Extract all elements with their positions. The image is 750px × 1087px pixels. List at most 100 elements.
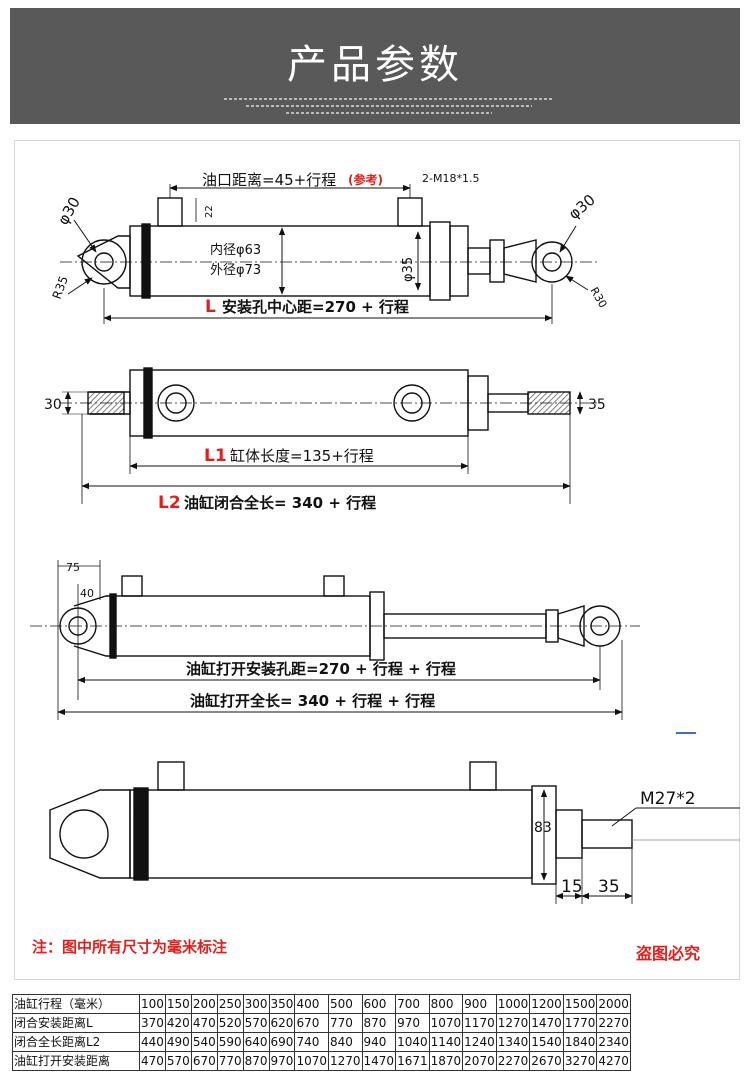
table-cell: 940 (361, 1032, 397, 1052)
lock-nut (489, 239, 505, 283)
table-cell: 1240 (462, 1032, 497, 1052)
table-cell: 870 (242, 1051, 270, 1071)
table-cell: 400 (294, 994, 329, 1014)
table-cell: 440 (139, 1032, 166, 1052)
thread-end (581, 819, 633, 849)
table-cell: 1040 (395, 1032, 430, 1052)
table-cell: 970 (268, 1051, 296, 1071)
table-cell: 470 (139, 1051, 166, 1071)
copyright-warning: 盗图必究 (636, 944, 701, 963)
table-cell: 770 (216, 1051, 244, 1071)
L2-text: 油缸闭合全长= 340 + 行程 (184, 494, 376, 512)
table-cell: 1470 (529, 1013, 564, 1033)
table-cell: 2340 (596, 1032, 631, 1052)
open-mount-text: 油缸打开安装孔距=270 + 行程 + 行程 (186, 660, 456, 678)
table-cell: 2670 (529, 1051, 564, 1071)
oil-port-right (397, 197, 423, 227)
table-cell: 2000 (596, 994, 631, 1014)
table-cell: 740 (294, 1032, 329, 1052)
table-cell: 870 (361, 1013, 397, 1033)
header-banner: 产品参数 (10, 8, 740, 124)
L1-text: 缸体长度=135+行程 (230, 447, 374, 465)
table-cell: 540 (190, 1032, 218, 1052)
table-row-label: 闭合安装距离L (12, 1013, 140, 1033)
table-row-label: 油缸行程（毫米） (12, 994, 140, 1014)
table-cell: 100 (139, 994, 166, 1014)
table-cell: 1070 (428, 1013, 464, 1033)
table-cell: 590 (216, 1032, 244, 1052)
table-cell: 1270 (327, 1051, 363, 1071)
table-cell: 570 (242, 1013, 270, 1033)
reference-label: (参考) (348, 172, 383, 187)
table-cell: 200 (190, 994, 218, 1014)
table-cell: 4270 (596, 1051, 631, 1071)
thread-end-label: M27*2 (640, 789, 696, 809)
table-cell: 670 (294, 1013, 329, 1033)
dim-35-label: 35 (598, 877, 620, 897)
diagram-3-extended-view (30, 560, 640, 720)
table-row-label: 油缸打开安装距离 (12, 1051, 140, 1071)
head-flange (429, 221, 451, 301)
right-width-label: 35 (588, 397, 606, 413)
head-gland (449, 225, 469, 297)
diagram-1-side-view (60, 184, 600, 324)
table-cell: 800 (428, 994, 464, 1014)
dim-40-label: 40 (80, 587, 94, 600)
table-cell: 370 (139, 1013, 166, 1033)
table-cell: 1270 (495, 1013, 531, 1033)
rod-diameter-label: φ35 (401, 257, 416, 282)
mount-L-text: 安装孔中心距=270 + 行程 (222, 298, 409, 316)
right-bore-label: φ30 (565, 191, 599, 223)
end-band (141, 223, 151, 299)
oil-port-distance-label: 油口距离=45+行程 (202, 171, 336, 189)
outer-diameter-label: 外径φ73 (210, 263, 261, 278)
left-width-label: 30 (44, 397, 62, 413)
right-radius-label: R30 (587, 285, 609, 310)
open-total-text: 油缸打开全长= 340 + 行程 + 行程 (190, 692, 435, 710)
table-cell: 1500 (562, 994, 598, 1014)
decorative-fine-text-line (224, 98, 554, 100)
table-cell: 1770 (562, 1013, 598, 1033)
L1-letter: L1 (204, 446, 227, 466)
table-cell: 3270 (562, 1051, 598, 1071)
table-cell: 1470 (361, 1051, 397, 1071)
table-cell: 600 (361, 994, 397, 1014)
left-bore-label: φ30 (54, 194, 84, 228)
table-cell: 470 (190, 1013, 218, 1033)
table-cell: 1870 (428, 1051, 464, 1071)
table-cell: 1671 (395, 1051, 430, 1071)
dim-15-label: 15 (561, 877, 583, 897)
unit-note: 注：图中所有尺寸为毫米标注 (32, 938, 228, 956)
decorative-blue-line (676, 732, 696, 734)
table-cell: 970 (395, 1013, 430, 1033)
L2-letter: L2 (158, 493, 181, 513)
flange-label: 83 (534, 820, 552, 836)
table-cell: 1540 (529, 1032, 564, 1052)
table-cell: 150 (164, 994, 192, 1014)
table-cell: 2270 (596, 1013, 631, 1033)
table-cell: 520 (216, 1013, 244, 1033)
decorative-fine-text-line (286, 112, 492, 114)
page-title: 产品参数 (287, 42, 463, 88)
table-cell: 640 (242, 1032, 270, 1052)
left-radius-label: R35 (50, 274, 71, 301)
table-cell: 2070 (462, 1051, 497, 1071)
port-height-label: 22 (204, 205, 215, 218)
table-cell: 1000 (495, 994, 531, 1014)
table-cell: 500 (327, 994, 363, 1014)
piston-rod (467, 247, 491, 275)
table-cell: 1140 (428, 1032, 464, 1052)
table-cell: 250 (216, 994, 244, 1014)
diagram-2-top-view (60, 367, 600, 504)
cylinder-body (129, 225, 431, 297)
table-row-label: 闭合全长距离L2 (12, 1032, 140, 1052)
table-cell: 700 (395, 994, 430, 1014)
rod-eye-neck (503, 239, 537, 283)
table-cell: 490 (164, 1032, 192, 1052)
